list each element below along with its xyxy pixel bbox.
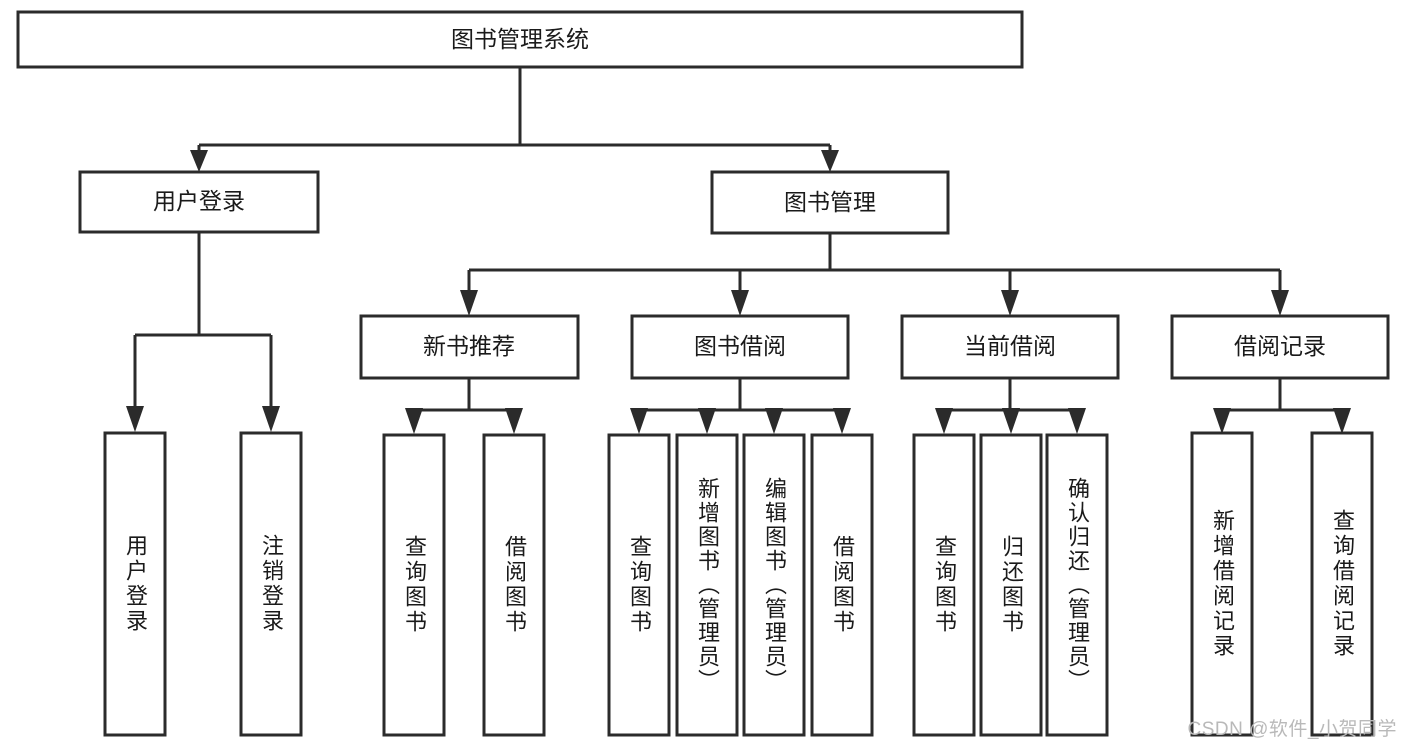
arrowhead-new-book: [460, 290, 478, 316]
leaf-box-bb-add-book[interactable]: [675, 433, 739, 737]
watermark-text: CSDN @软件_小贺同学: [1187, 719, 1397, 740]
leaf-box-nb-query-book[interactable]: [382, 433, 446, 737]
connectors-newbook-to-leaves: [405, 378, 523, 434]
arrowhead-current-borrow: [1001, 290, 1019, 316]
node-book-manage-box[interactable]: [710, 170, 950, 235]
arrowhead-borrowrecord-leaf-2: [1333, 408, 1351, 434]
node-new-book-recommend-box[interactable]: [359, 314, 580, 380]
leaf-group-new-book-recommend: [382, 433, 546, 737]
node-book-borrow[interactable]: 图书借阅: [630, 314, 850, 380]
node-user-login-label: 用户登录: [153, 188, 245, 214]
arrowhead-currentborrow-leaf-1: [935, 408, 953, 434]
arrowhead-bookborrow-leaf-4: [833, 408, 851, 434]
arrowhead-currentborrow-leaf-3: [1068, 408, 1086, 434]
connectors-currentborrow-to-leaves: [935, 378, 1086, 434]
leaf-box-cb-return-book[interactable]: [979, 433, 1043, 737]
node-current-borrow-box[interactable]: [900, 314, 1120, 380]
arrowhead-borrowrecord-leaf-1: [1213, 408, 1231, 434]
node-current-borrow[interactable]: 当前借阅: [900, 314, 1120, 380]
arrowhead-leaf-user-login: [126, 406, 144, 432]
node-user-login[interactable]: 用户登录: [78, 170, 320, 234]
arrowhead-newbook-leaf-2: [505, 408, 523, 434]
connectors-bookmanage-to-level3: [460, 233, 1289, 316]
leaf-box-cb-confirm-return[interactable]: [1045, 433, 1109, 737]
leaf-group-current-borrow: [912, 433, 1109, 737]
node-book-borrow-label: 图书借阅: [694, 333, 786, 359]
arrowhead-bookborrow-leaf-2: [698, 408, 716, 434]
arrowhead-user-login: [190, 150, 208, 172]
connectors-userlogin-to-leaves: [126, 232, 280, 432]
node-book-borrow-box[interactable]: [630, 314, 850, 380]
arrowhead-borrow-record: [1271, 290, 1289, 316]
arrowhead-book-borrow: [731, 290, 749, 316]
node-root[interactable]: 图书管理系统: [16, 10, 1024, 69]
node-root-label: 图书管理系统: [451, 26, 589, 52]
leaf-box-nb-borrow-book[interactable]: [482, 433, 546, 737]
arrowhead-bookborrow-leaf-1: [630, 408, 648, 434]
node-current-borrow-label: 当前借阅: [964, 333, 1056, 359]
node-new-book-recommend[interactable]: 新书推荐: [359, 314, 580, 380]
leaf-group-book-borrow: [607, 433, 874, 737]
arrowhead-currentborrow-leaf-2: [1002, 408, 1020, 434]
leaf-box-bb-borrow-book[interactable]: [810, 433, 874, 737]
arrowhead-book-manage: [821, 150, 839, 172]
node-root-box[interactable]: [16, 10, 1024, 69]
leaf-box-user-login[interactable]: [103, 431, 167, 737]
leaf-group-user-login: [103, 431, 303, 737]
node-user-login-box[interactable]: [78, 170, 320, 234]
connectors-bookborrow-to-leaves: [630, 378, 851, 434]
leaf-box-cb-query-book[interactable]: [912, 433, 976, 737]
node-new-book-recommend-label: 新书推荐: [423, 333, 515, 359]
arrowhead-leaf-logout: [262, 406, 280, 432]
node-borrow-record[interactable]: 借阅记录: [1170, 314, 1390, 380]
arrowhead-bookborrow-leaf-3: [765, 408, 783, 434]
leaf-group-borrow-record: [1190, 431, 1374, 737]
connectors-root-to-level2: [190, 67, 839, 172]
arrowhead-newbook-leaf-1: [405, 408, 423, 434]
leaf-box-bb-edit-book[interactable]: [742, 433, 806, 737]
leaf-box-br-query-record[interactable]: [1310, 431, 1374, 737]
leaf-box-bb-query-book[interactable]: [607, 433, 671, 737]
node-borrow-record-label: 借阅记录: [1234, 333, 1326, 359]
node-book-manage[interactable]: 图书管理: [710, 170, 950, 235]
node-borrow-record-box[interactable]: [1170, 314, 1390, 380]
leaf-box-logout-login[interactable]: [239, 431, 303, 737]
connectors-borrowrecord-to-leaves: [1213, 378, 1351, 434]
node-book-manage-label: 图书管理: [784, 189, 876, 215]
leaf-box-br-add-record[interactable]: [1190, 431, 1254, 737]
